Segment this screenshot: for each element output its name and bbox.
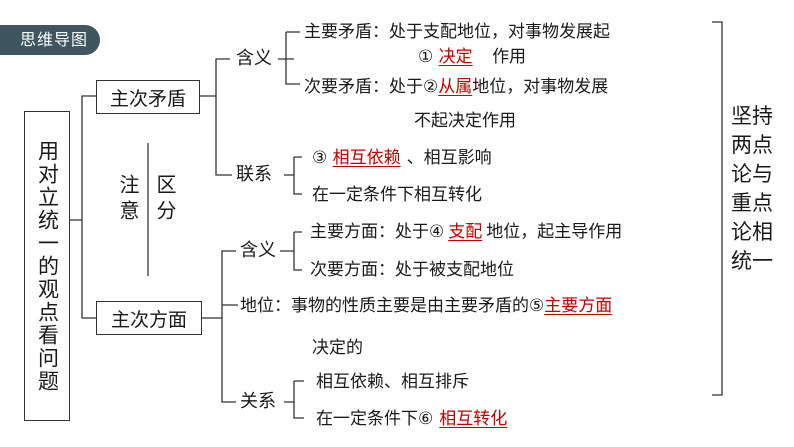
aspect-node: 主次方面: [96, 301, 202, 335]
answer-6: 相互转化: [439, 409, 508, 429]
distinguish-label: 区分: [153, 174, 177, 226]
contradiction-node: 主次矛盾: [96, 80, 200, 114]
connector-aspect-meaning: [280, 231, 302, 271]
primary-contradiction-suffix: 作用: [492, 47, 527, 67]
primary-aspect-prefix: 主要方面：处于④: [310, 222, 445, 242]
secondary-contradiction-line1: 次要矛盾：处于②从属地位，对事物发展: [304, 76, 608, 98]
primary-contradiction-line2: ① 决定 作用: [418, 46, 526, 68]
link-line2: 在一定条件下相互转化: [312, 185, 482, 205]
status-line1: 地位：事物的性质主要是由主要矛盾的⑤主要方面: [240, 295, 612, 317]
topic-text: 用对立统一的观点看问题: [35, 139, 60, 393]
connector-topic-to-contradiction: [70, 95, 96, 221]
mindmap-tag: 思维导图: [0, 25, 100, 55]
relation-label: 关系: [240, 391, 276, 412]
answer-4: 支配: [448, 222, 483, 242]
conclusion-bracket: [712, 21, 723, 396]
secondary-contradiction-prefix: 次要矛盾：处于②: [304, 77, 439, 97]
note-label: 注意: [116, 174, 140, 226]
answer-5: 主要方面: [544, 296, 613, 316]
contradiction-node-label: 主次矛盾: [109, 87, 186, 110]
link-line1: ③ 相互依赖、相互影响: [312, 147, 492, 169]
relation-line1: 相互依赖、相互排斥: [316, 372, 469, 392]
link-line1-suffix: 、相互影响: [406, 148, 492, 168]
contradiction-meaning-label: 含义: [236, 48, 272, 69]
answer-1: 决定: [438, 47, 473, 67]
connector-relation: [284, 380, 304, 419]
secondary-contradiction-line2: 不起决定作用: [414, 111, 516, 131]
answer-2: 从属: [438, 77, 473, 97]
connector-aspect-branches: [202, 250, 238, 403]
aspect-meaning-label: 含义: [240, 240, 276, 261]
link-label: 联系: [236, 164, 272, 185]
secondary-aspect-line: 次要方面：处于被支配地位: [310, 260, 514, 280]
status-prefix: 地位：事物的性质主要是由主要矛盾的⑤: [240, 296, 545, 316]
answer-3: 相互依赖: [332, 148, 401, 168]
connector-link: [284, 156, 302, 195]
topic-box: 用对立统一的观点看问题: [24, 111, 70, 421]
connector-topic-to-aspect: [81, 220, 96, 319]
connector-contradiction-meaning: [278, 31, 300, 85]
blank-number-3: ③: [312, 148, 328, 168]
aspect-node-label: 主次方面: [110, 308, 187, 331]
primary-aspect-suffix: 地位，起主导作用: [486, 222, 623, 242]
relation-line2-prefix: 在一定条件下⑥: [316, 409, 434, 429]
connector-contradiction-branches: [200, 58, 232, 176]
primary-contradiction-line1: 主要矛盾：处于支配地位，对事物发展起: [304, 22, 610, 42]
conclusion-text: 坚持两点论与重点论相统一: [731, 104, 773, 273]
secondary-contradiction-suffix: 地位，对事物发展: [472, 77, 609, 97]
status-line2: 决定的: [312, 338, 363, 358]
blank-number-1: ①: [418, 47, 434, 67]
